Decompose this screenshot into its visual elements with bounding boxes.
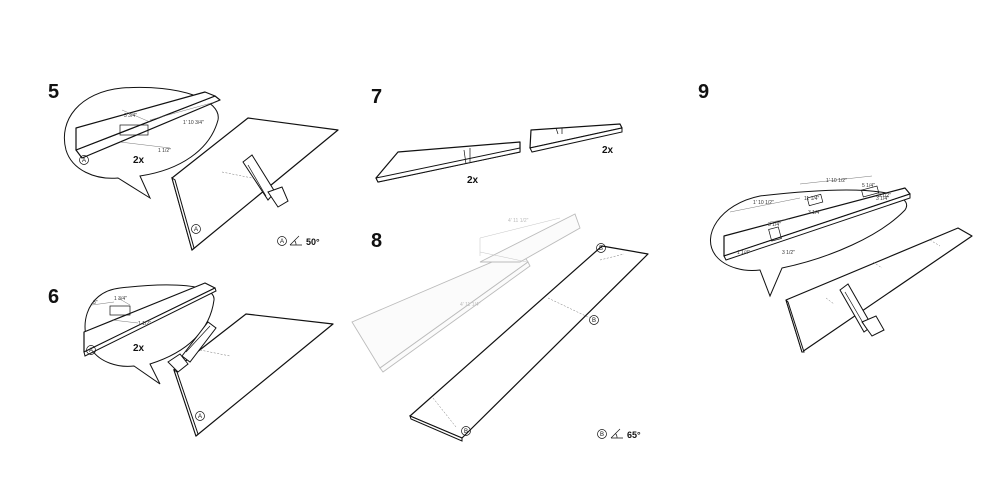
step-6-number: 6 xyxy=(48,286,59,308)
step-9: 9 1' 10 1/2" 1' 10 1/2" 5 1/4" 3 1/4" 11… xyxy=(698,81,973,353)
dim-label: 1 1/4" xyxy=(737,250,750,256)
svg-text:B: B xyxy=(600,432,604,438)
svg-text:B: B xyxy=(599,246,603,252)
notch xyxy=(109,305,131,316)
dim-label: 1 1/2" xyxy=(158,148,171,154)
svg-text:50°: 50° xyxy=(306,237,320,247)
dim-label: 1' 10 3/4" xyxy=(183,120,204,126)
dim-label: 1 1/2" xyxy=(138,321,151,327)
dim-label: 1 3/4" xyxy=(114,296,127,302)
svg-text:B: B xyxy=(592,318,596,324)
angle-icon xyxy=(289,235,302,246)
ghost-board xyxy=(479,213,581,263)
multiplier: 2x xyxy=(133,155,145,166)
dim-label: 3" xyxy=(93,300,98,306)
saw-icon xyxy=(839,283,885,337)
step-6: 6 3" 1 3/4" 1 1/2" A 2x A xyxy=(48,282,334,437)
step-8: 8 4' 11 1/2" 4' 11 1/4" B B B B 65° xyxy=(351,213,649,442)
dim-label: 3 1/2" xyxy=(878,193,891,199)
dim-label: 1' 10 1/2" xyxy=(753,200,774,206)
dim-label: 3 1/4" xyxy=(808,210,821,216)
svg-text:B: B xyxy=(464,429,468,435)
step-5: 5 3 3/4" 1' 10 3/4" 1 1/2" A 2x A A xyxy=(48,81,339,251)
angle-icon xyxy=(610,428,623,439)
marker-circle xyxy=(86,345,96,355)
dim-label: 4' 11 1/2" xyxy=(508,218,529,224)
step-5-number: 5 xyxy=(48,81,59,103)
notch xyxy=(119,124,149,136)
dim-label: 3 1/4" xyxy=(876,196,889,202)
marker-letter: A xyxy=(194,227,198,233)
step-7-number: 7 xyxy=(371,86,382,108)
marker-circle xyxy=(461,426,471,436)
saw-icon xyxy=(242,154,289,208)
marker-letter: A xyxy=(82,158,86,164)
svg-text:65°: 65° xyxy=(627,430,641,440)
step-8-number: 8 xyxy=(371,230,382,252)
dim-label: 1' 10 1/2" xyxy=(826,178,847,184)
marker-circle xyxy=(195,411,205,421)
angle-legend: B 65° xyxy=(597,428,641,440)
multiplier: 2x xyxy=(602,145,614,156)
marker-circle xyxy=(596,243,606,253)
dim-label: 4' 11 1/4" xyxy=(460,302,481,308)
svg-text:A: A xyxy=(89,348,93,354)
step-7: 7 2x 2x xyxy=(371,86,623,186)
dim-label: 3 1/4" xyxy=(768,222,781,228)
marker-circle xyxy=(589,315,599,325)
dim-label: 11 1/4" xyxy=(804,196,820,202)
marker-circle xyxy=(79,155,89,165)
multiplier: 2x xyxy=(133,343,145,354)
board xyxy=(409,245,649,439)
svg-text:A: A xyxy=(280,239,284,245)
step-9-number: 9 xyxy=(698,81,709,103)
dim-label: 3 1/2" xyxy=(782,250,795,256)
saw-icon xyxy=(167,321,217,373)
svg-text:A: A xyxy=(198,414,202,420)
detail-board-top xyxy=(75,91,216,151)
marker-circle xyxy=(191,224,201,234)
angle-legend: A 50° xyxy=(277,235,320,247)
dim-label: 3 3/4" xyxy=(124,113,137,119)
multiplier: 2x xyxy=(467,175,479,186)
dim-label: 5 1/4" xyxy=(862,183,875,189)
